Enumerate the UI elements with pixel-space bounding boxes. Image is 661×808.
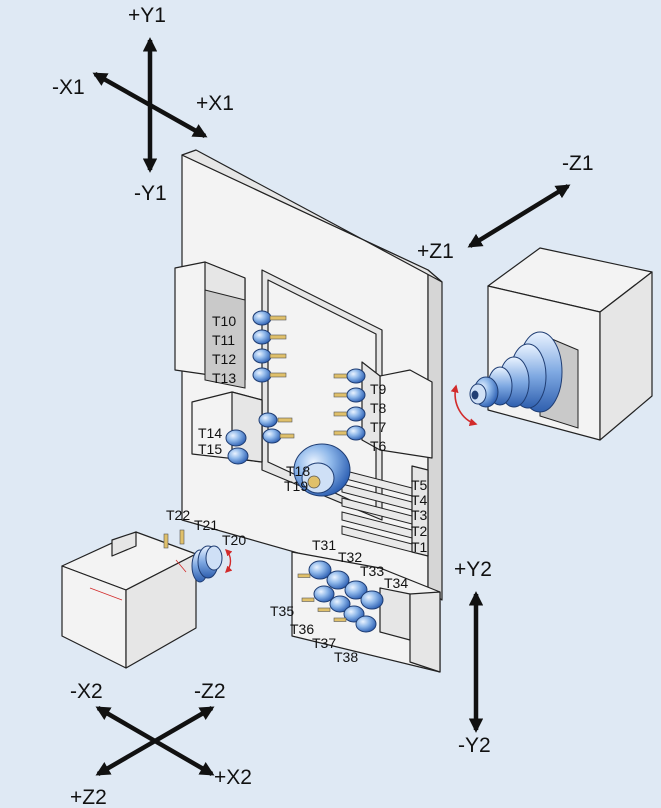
- tool-label-t20: T20: [222, 532, 246, 548]
- tool-label-t1: T1: [411, 539, 428, 555]
- tool-label-t31: T31: [312, 537, 336, 553]
- z2-arrow: [95, 706, 215, 776]
- slot-stack: [341, 465, 429, 557]
- right-spindle: [450, 247, 653, 441]
- tool-holders-t6-t9: [333, 368, 366, 441]
- x1-arrow: [92, 72, 208, 138]
- tool-label-t15: T15: [198, 441, 222, 457]
- z1-minus-label: -Z1: [562, 152, 594, 175]
- tool-label-t8: T8: [370, 400, 387, 416]
- tool-label-t32: T32: [338, 549, 362, 565]
- y2-minus-label: -Y2: [458, 734, 491, 757]
- tool-holders-t10-t13: [252, 310, 287, 383]
- axis-z1: -Z1 +Z1: [417, 152, 594, 263]
- x1-plus-label: +X1: [196, 92, 234, 115]
- tool-label-t33: T33: [360, 563, 384, 579]
- left-spindle: [61, 529, 233, 669]
- z2-plus-label: +Z2: [70, 786, 107, 808]
- rotation-arrow: [450, 384, 478, 427]
- tool-label-t4: T4: [411, 492, 428, 508]
- tool-label-t7: T7: [370, 419, 387, 435]
- y2-plus-label: +Y2: [454, 558, 492, 581]
- y1-minus-label: -Y1: [134, 182, 167, 205]
- tool-label-t6: T6: [370, 438, 387, 454]
- tool-label-t14: T14: [198, 425, 222, 441]
- rotation-arrow-left: [225, 549, 233, 573]
- z1-plus-label: +Z1: [417, 240, 454, 263]
- tool-label-t34: T34: [384, 575, 408, 591]
- tool-label-t9: T9: [370, 381, 387, 397]
- tool-label-t19: T19: [284, 478, 308, 494]
- axis-x2-z2: -X2 -Z2 +X2 +Z2: [70, 680, 252, 808]
- tool-label-t37: T37: [312, 635, 336, 651]
- z2-minus-label: -Z2: [194, 680, 226, 703]
- tool-label-t5: T5: [411, 477, 428, 493]
- z1-arrow: [467, 184, 571, 248]
- tool-label-t13: T13: [212, 370, 236, 386]
- left-spindle-nose: [163, 529, 223, 583]
- turret-plate: [174, 149, 443, 673]
- x2-minus-label: -X2: [70, 680, 103, 703]
- tool-label-t11: T11: [212, 332, 235, 348]
- tool-holder-t18-t19: [293, 443, 351, 497]
- tool-label-t12: T12: [212, 351, 236, 367]
- tool-label-t22: T22: [166, 507, 190, 523]
- tool-holders-t31-t38: [297, 560, 384, 633]
- tool-label-t35: T35: [270, 603, 294, 619]
- tool-labels: T10 T11 T12 T13 T9 T8 T7 T6 T14 T15 T18 …: [166, 313, 428, 665]
- spindle-cone: [469, 331, 563, 413]
- x1-minus-label: -X1: [52, 76, 85, 99]
- tool-holders-t14-t15: [225, 412, 295, 465]
- axis-x1-y1: +Y1 -Y1 -X1 +X1: [52, 4, 234, 205]
- axis-y2: +Y2 -Y2: [454, 558, 492, 757]
- tool-label-t3: T3: [411, 507, 428, 523]
- tool-label-t18: T18: [286, 463, 310, 479]
- tool-label-t2: T2: [411, 523, 428, 539]
- tool-label-t21: T21: [194, 517, 218, 533]
- tool-label-t36: T36: [290, 621, 314, 637]
- tool-label-t38: T38: [334, 649, 358, 665]
- tool-label-t10: T10: [212, 313, 236, 329]
- x2-plus-label: +X2: [214, 766, 252, 789]
- y1-plus-label: +Y1: [128, 4, 166, 27]
